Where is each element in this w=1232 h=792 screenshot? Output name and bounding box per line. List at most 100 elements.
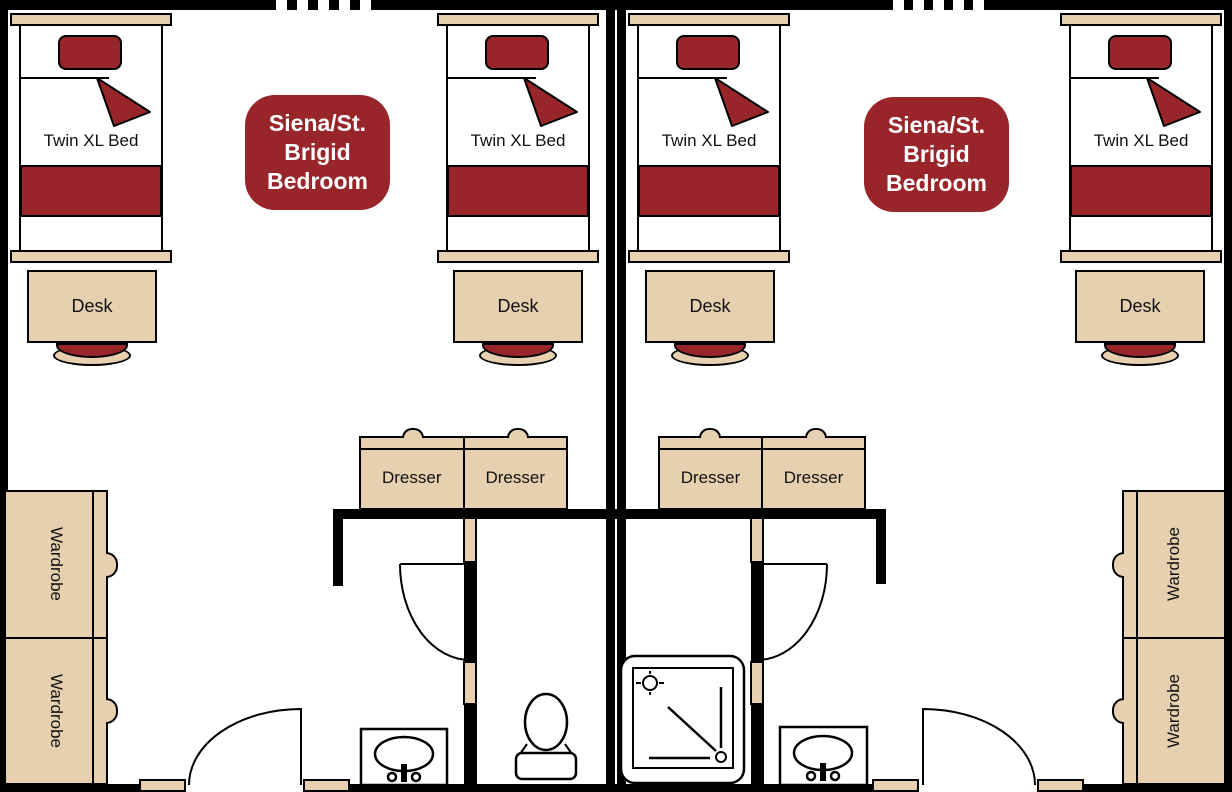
bed-blanket (1070, 165, 1212, 217)
bed-label: Twin XL Bed (43, 131, 139, 150)
wardrobe-door-line (92, 492, 94, 637)
dresser-label: Dresser (680, 468, 741, 487)
bed-pillow (676, 35, 740, 70)
twin-xl-bed: Twin XL Bed (437, 13, 599, 263)
door-jamb (750, 661, 764, 705)
dresser-knob (507, 428, 529, 438)
wardrobe-label: Wardrobe (1164, 527, 1183, 602)
twin-xl-bed: Twin XL Bed (10, 13, 172, 263)
room-label-line: Brigid (284, 139, 351, 165)
desk: Desk (1075, 270, 1205, 343)
dresser-drawer-line (361, 448, 566, 450)
bath-stub-right (876, 509, 886, 584)
wall-left (0, 0, 8, 792)
bed-pillow (1108, 35, 1172, 70)
entry-door-icon (188, 707, 302, 786)
dresser: Dresser (761, 438, 864, 508)
room-label-line: Siena/St. (268, 110, 367, 136)
dresser-knob (699, 428, 721, 438)
bed-label: Twin XL Bed (1093, 131, 1189, 150)
dresser-label: Dresser (381, 468, 442, 487)
bed-headboard (628, 13, 790, 26)
shower-room-wall (751, 703, 764, 785)
wardrobe-knob (1112, 551, 1124, 578)
room-label-line: Brigid (903, 141, 970, 167)
bed-footboard (628, 250, 790, 263)
interior-door-icon (399, 563, 471, 661)
toilet-icon (514, 692, 578, 781)
bed-footboard (1060, 250, 1222, 263)
wardrobe-door-line (1136, 639, 1138, 783)
dresser-label: Dresser (783, 468, 844, 487)
shower-room-wall (751, 561, 764, 663)
desk: Desk (453, 270, 583, 343)
dresser: Dresser (361, 438, 463, 508)
room-label: Siena/St. Brigid Bedroom (864, 97, 1009, 212)
blanket-fold-icon (1146, 77, 1201, 127)
blanket-fold-icon (523, 77, 578, 127)
desk-label: Desk (497, 296, 539, 316)
bed-headboard (1060, 13, 1222, 26)
desk-label: Desk (689, 296, 731, 316)
dresser-pair: Dresser Dresser (658, 428, 866, 510)
room-label-line: Siena/St. (887, 112, 986, 138)
bed-blanket (638, 165, 780, 217)
dresser-pair: Dresser Dresser (359, 428, 568, 510)
room-label-line: Bedroom (886, 170, 987, 196)
wall-right (1224, 0, 1232, 792)
bath-stub-left (333, 509, 343, 586)
wardrobe-label: Wardrobe (1164, 673, 1183, 748)
bed-sheet-line (638, 77, 727, 79)
room-label: Siena/St. Brigid Bedroom (245, 95, 390, 210)
dresser: Dresser (462, 438, 567, 508)
bed-pillow (58, 35, 122, 70)
wardrobe-label: Wardrobe (47, 527, 66, 602)
wall-divider-b (617, 0, 626, 792)
wardrobe: Wardrobe (1112, 490, 1226, 639)
bed-label: Twin XL Bed (470, 131, 566, 150)
wardrobe: Wardrobe (1112, 637, 1226, 785)
wardrobe-label: Wardrobe (47, 673, 66, 748)
wardrobe-door-line (92, 639, 94, 783)
blanket-fold-icon (714, 77, 769, 127)
door-jamb (463, 517, 477, 563)
desk-label: Desk (71, 296, 113, 316)
door-jamb (463, 661, 477, 705)
room-label-line: Bedroom (267, 168, 368, 194)
wardrobe-door-line (1136, 492, 1138, 637)
desk: Desk (27, 270, 157, 343)
wardrobe: Wardrobe (4, 490, 118, 639)
wall-bottom (0, 784, 1232, 792)
bed-footboard (10, 250, 172, 263)
wardrobe: Wardrobe (4, 637, 118, 785)
bed-sheet-line (447, 77, 536, 79)
bath-wall-horizontal (333, 509, 886, 519)
interior-door-icon (756, 563, 828, 661)
bed-label: Twin XL Bed (661, 131, 757, 150)
twin-xl-bed: Twin XL Bed (1060, 13, 1222, 263)
bed-blanket (447, 165, 589, 217)
wall-divider-a (606, 0, 615, 792)
bed-pillow (485, 35, 549, 70)
bed-headboard (437, 13, 599, 26)
wall-top (0, 0, 1232, 10)
bed-headboard (10, 13, 172, 26)
sink-icon (778, 725, 869, 787)
door-jamb (872, 779, 919, 792)
dresser-label: Dresser (485, 468, 545, 487)
door-jamb (303, 779, 350, 792)
door-opening-right (919, 784, 1037, 792)
door-opening-left (186, 784, 303, 792)
dresser-knob (805, 428, 827, 438)
desk: Desk (645, 270, 775, 343)
twin-xl-bed: Twin XL Bed (628, 13, 790, 263)
door-jamb (1037, 779, 1084, 792)
shower-icon (619, 654, 746, 785)
blanket-fold-icon (96, 77, 151, 127)
desk-label: Desk (1119, 296, 1161, 316)
sink-icon (359, 727, 449, 787)
entry-door-icon (922, 707, 1036, 786)
bed-sheet-line (1070, 77, 1159, 79)
